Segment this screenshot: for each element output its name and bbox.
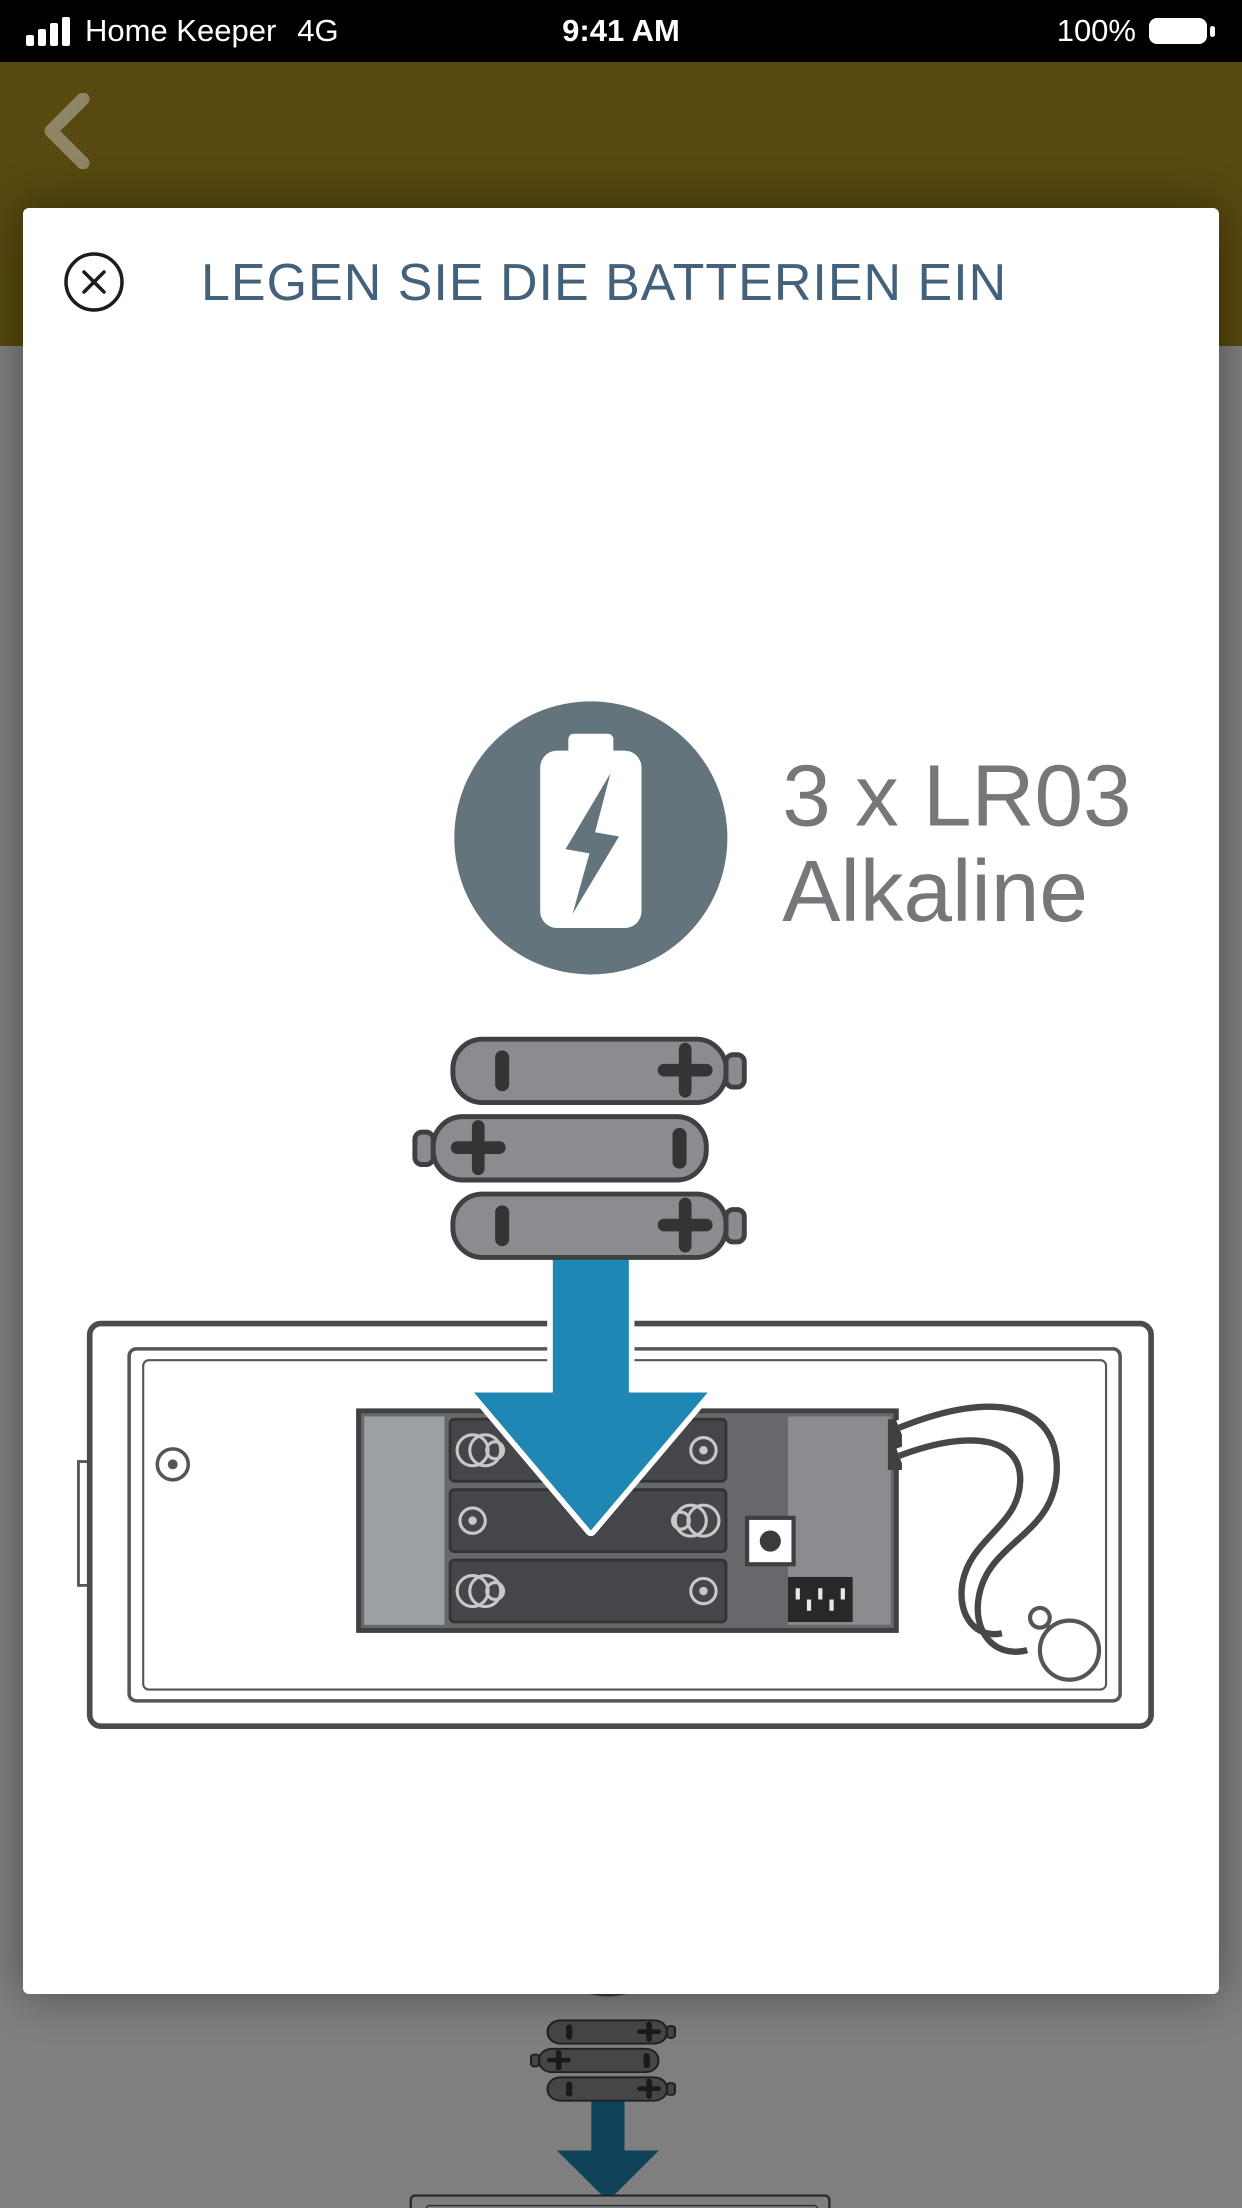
battery-badge-icon <box>454 701 728 975</box>
battery-insert-illustration: 3 x LR03 Alkaline <box>77 701 1154 1729</box>
battery-chemistry-text: Alkaline <box>782 843 1088 940</box>
status-left-group: Home Keeper 4G <box>26 13 339 49</box>
network-label: 4G <box>297 13 339 48</box>
battery-percent-label: 100% <box>1056 13 1136 48</box>
close-icon <box>64 252 124 312</box>
chevron-left-icon <box>44 92 90 169</box>
insert-arrow-icon <box>468 1246 714 1537</box>
time-label: 9:41 AM <box>562 13 680 48</box>
battery-compartment-illustration <box>77 1320 1154 1729</box>
dialog-title: LEGEN SIE DIE BATTERIEN EIN <box>201 254 1008 312</box>
back-button[interactable] <box>30 86 100 178</box>
battery-icon <box>1149 18 1215 44</box>
battery-instruction-dialog: LEGEN SIE DIE BATTERIEN EIN 3 x LR03 Alk… <box>23 208 1219 1994</box>
batteries-illustration <box>412 1036 747 1260</box>
carrier-label: Home Keeper <box>85 13 277 48</box>
status-right-group: 100% <box>1057 13 1216 49</box>
status-bar: Home Keeper 4G 9:41 AM 100% <box>0 0 1242 62</box>
dialog-header: LEGEN SIE DIE BATTERIEN EIN <box>23 208 1219 358</box>
signal-strength-icon <box>26 17 70 46</box>
battery-type-text: 3 x LR03 <box>782 747 1131 844</box>
close-button[interactable] <box>63 251 125 313</box>
